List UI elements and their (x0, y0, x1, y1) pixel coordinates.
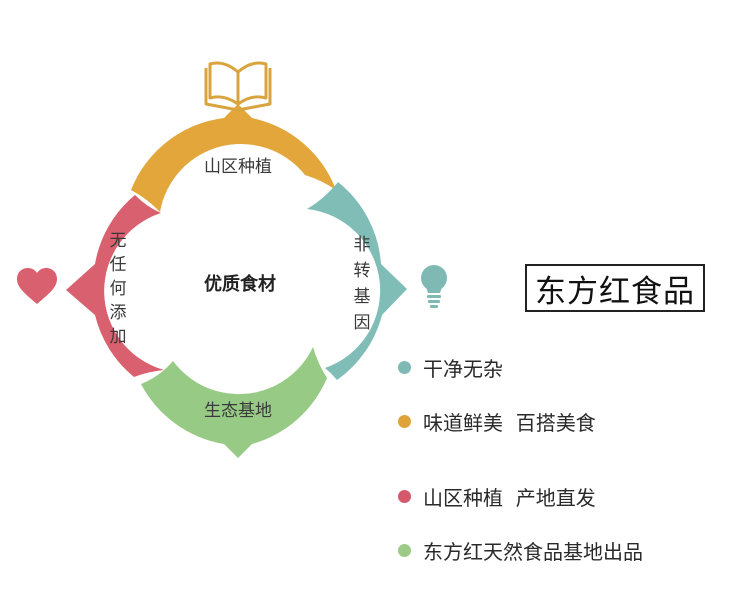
feature-bullet (398, 544, 411, 557)
segment-left (66, 195, 164, 377)
feature-text: 东方红天然食品基地出品 (423, 540, 643, 564)
segment-top-label: 山区种植 (204, 157, 272, 177)
feature-item: 东方红天然食品基地出品 (398, 536, 643, 565)
feature-bullet (398, 361, 411, 374)
lightbulb-icon (421, 265, 447, 308)
segment-top (131, 104, 336, 212)
feature-text: 山区种植 产地直发 (423, 486, 596, 510)
feature-text: 干净无杂 (423, 357, 503, 381)
segment-bottom-label: 生态基地 (204, 401, 272, 421)
segment-right-label: 非转基因 (354, 235, 371, 333)
feature-item: 山区种植 产地直发 (398, 482, 596, 511)
book-icon (204, 61, 272, 112)
feature-item: 味道鲜美 百搭美食 (398, 407, 596, 436)
segment-right (307, 182, 407, 380)
feature-item: 干净无杂 (398, 353, 503, 382)
center-label: 优质食材 (204, 273, 276, 295)
segment-left-label: 无任何添加 (110, 231, 127, 347)
feature-bullet (398, 415, 411, 428)
cycle-diagram: 优质食材 山区种植 生态基地 非转基因 无任何添加 (17, 61, 447, 458)
segment-bottom (141, 347, 327, 458)
brand-title-box: 东方红食品 (525, 264, 705, 312)
heart-icon (17, 268, 57, 304)
feature-text: 味道鲜美 百搭美食 (423, 411, 596, 435)
feature-bullet (398, 490, 411, 503)
